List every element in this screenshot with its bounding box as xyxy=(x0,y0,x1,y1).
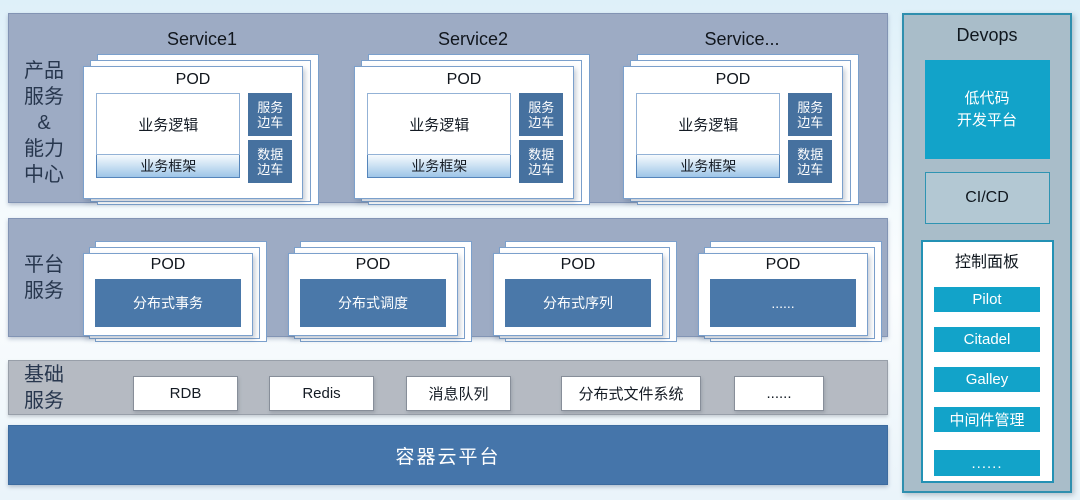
control-panel: 控制面板 Pilot Citadel Galley 中间件管理 ...... xyxy=(920,240,1054,483)
service-group-3: Service... POD 业务逻辑 业务框架 服务 边车 数据 边车 xyxy=(623,29,861,205)
pod-stack: POD 业务逻辑 业务框架 服务 边车 数据 边车 xyxy=(83,54,319,205)
logic-column: 业务逻辑 业务框架 xyxy=(367,93,512,183)
pod-title: POD xyxy=(355,256,391,273)
products-band-label: 产品 服务 & 能力 中心 xyxy=(24,60,64,186)
infra-band: 基础 服务 RDB Redis 消息队列 分布式文件系统 ...... xyxy=(8,360,888,415)
pod-card: POD ...... xyxy=(698,253,868,336)
sidecar-column: 服务 边车 数据 边车 xyxy=(788,93,832,183)
service-title: Service2 xyxy=(437,29,509,49)
service-sidecar-box: 服务 边车 xyxy=(519,93,563,136)
distributed-transaction-box: 分布式事务 xyxy=(95,279,241,327)
platform-more-box: ...... xyxy=(710,279,856,327)
message-queue-box: 消息队列 xyxy=(406,376,511,411)
container-cloud-label: 容器云平台 xyxy=(395,446,501,468)
service-group-2: Service2 POD 业务逻辑 业务框架 服务 边车 数据 边车 xyxy=(354,29,592,205)
business-logic-box: 业务逻辑 xyxy=(367,93,512,155)
lowcode-platform-box: 低代码 开发平台 xyxy=(924,60,1050,159)
service-group-1: Service1 POD 业务逻辑 业务框架 服务 边车 数据 边车 xyxy=(83,29,321,205)
distributed-sequence-box: 分布式序列 xyxy=(505,279,651,327)
container-cloud-band: 容器云平台 xyxy=(8,425,888,485)
pod-title: POD xyxy=(560,256,596,273)
pod-stack: POD 分布式序列 xyxy=(493,241,677,342)
pod-title: POD xyxy=(715,71,751,88)
pod-stack: POD ...... xyxy=(698,241,882,342)
logic-column: 业务逻辑 业务框架 xyxy=(636,93,781,183)
platform-band-label: 平台 服务 xyxy=(24,253,64,302)
pod-stack: POD 业务逻辑 业务框架 服务 边车 数据 边车 xyxy=(354,54,590,205)
business-framework-box: 业务框架 xyxy=(96,155,241,178)
pod-title: POD xyxy=(446,71,482,88)
platform-pod-group-1: POD 分布式事务 xyxy=(83,241,271,342)
products-band: 产品 服务 & 能力 中心 Service1 POD 业务逻辑 业务框架 服务 … xyxy=(8,13,888,205)
pod-card: POD 业务逻辑 业务框架 服务 边车 数据 边车 xyxy=(83,66,303,199)
pod-title: POD xyxy=(765,256,801,273)
pod-card: POD 业务逻辑 业务框架 服务 边车 数据 边车 xyxy=(354,66,574,199)
service-title: Service1 xyxy=(166,29,238,49)
business-logic-box: 业务逻辑 xyxy=(96,93,241,155)
distributed-scheduler-box: 分布式调度 xyxy=(300,279,446,327)
citadel-button: Citadel xyxy=(934,327,1040,352)
data-sidecar-box: 数据 边车 xyxy=(519,140,563,183)
service-sidecar-box: 服务 边车 xyxy=(248,93,292,136)
devops-title: Devops xyxy=(956,25,1018,45)
service-sidecar-box: 服务 边车 xyxy=(788,93,832,136)
middleware-management-button: 中间件管理 xyxy=(934,407,1040,432)
sidecar-column: 服务 边车 数据 边车 xyxy=(519,93,563,183)
business-framework-box: 业务框架 xyxy=(636,155,781,178)
pod-card: POD 分布式序列 xyxy=(493,253,663,336)
pod-stack: POD 分布式事务 xyxy=(83,241,267,342)
control-panel-title: 控制面板 xyxy=(954,254,1019,271)
pod-body: 业务逻辑 业务框架 服务 边车 数据 边车 xyxy=(84,93,302,183)
galley-button: Galley xyxy=(934,367,1040,392)
platform-pod-group-2: POD 分布式调度 xyxy=(288,241,476,342)
pod-card: POD 分布式调度 xyxy=(288,253,458,336)
pod-title: POD xyxy=(175,71,211,88)
pod-body: 业务逻辑 业务框架 服务 边车 数据 边车 xyxy=(624,93,842,183)
business-framework-box: 业务框架 xyxy=(367,155,512,178)
infra-band-label: 基础 服务 xyxy=(24,363,64,412)
pod-stack: POD 分布式调度 xyxy=(288,241,472,342)
platform-pod-group-3: POD 分布式序列 xyxy=(493,241,681,342)
pod-card: POD 分布式事务 xyxy=(83,253,253,336)
service-title: Service... xyxy=(704,29,780,49)
pod-title: POD xyxy=(150,256,186,273)
devops-sidebar: Devops 低代码 开发平台 CI/CD 控制面板 Pilot Citadel… xyxy=(902,13,1072,493)
pod-stack: POD 业务逻辑 业务框架 服务 边车 数据 边车 xyxy=(623,54,859,205)
data-sidecar-box: 数据 边车 xyxy=(788,140,832,183)
logic-column: 业务逻辑 业务框架 xyxy=(96,93,241,183)
panel-more-button: ...... xyxy=(934,450,1040,476)
platform-band: 平台 服务 POD 分布式事务 POD 分布式调度 xyxy=(8,218,888,342)
sidecar-column: 服务 边车 数据 边车 xyxy=(248,93,292,183)
platform-pod-group-4: POD ...... xyxy=(698,241,886,342)
rdb-box: RDB xyxy=(133,376,238,411)
pod-body: 业务逻辑 业务框架 服务 边车 数据 边车 xyxy=(355,93,573,183)
business-logic-box: 业务逻辑 xyxy=(636,93,781,155)
infra-more-box: ...... xyxy=(734,376,824,411)
pilot-button: Pilot xyxy=(934,287,1040,312)
data-sidecar-box: 数据 边车 xyxy=(248,140,292,183)
pod-card: POD 业务逻辑 业务框架 服务 边车 数据 边车 xyxy=(623,66,843,199)
distributed-file-system-box: 分布式文件系统 xyxy=(561,376,701,411)
redis-box: Redis xyxy=(269,376,374,411)
cicd-box: CI/CD xyxy=(924,172,1050,224)
